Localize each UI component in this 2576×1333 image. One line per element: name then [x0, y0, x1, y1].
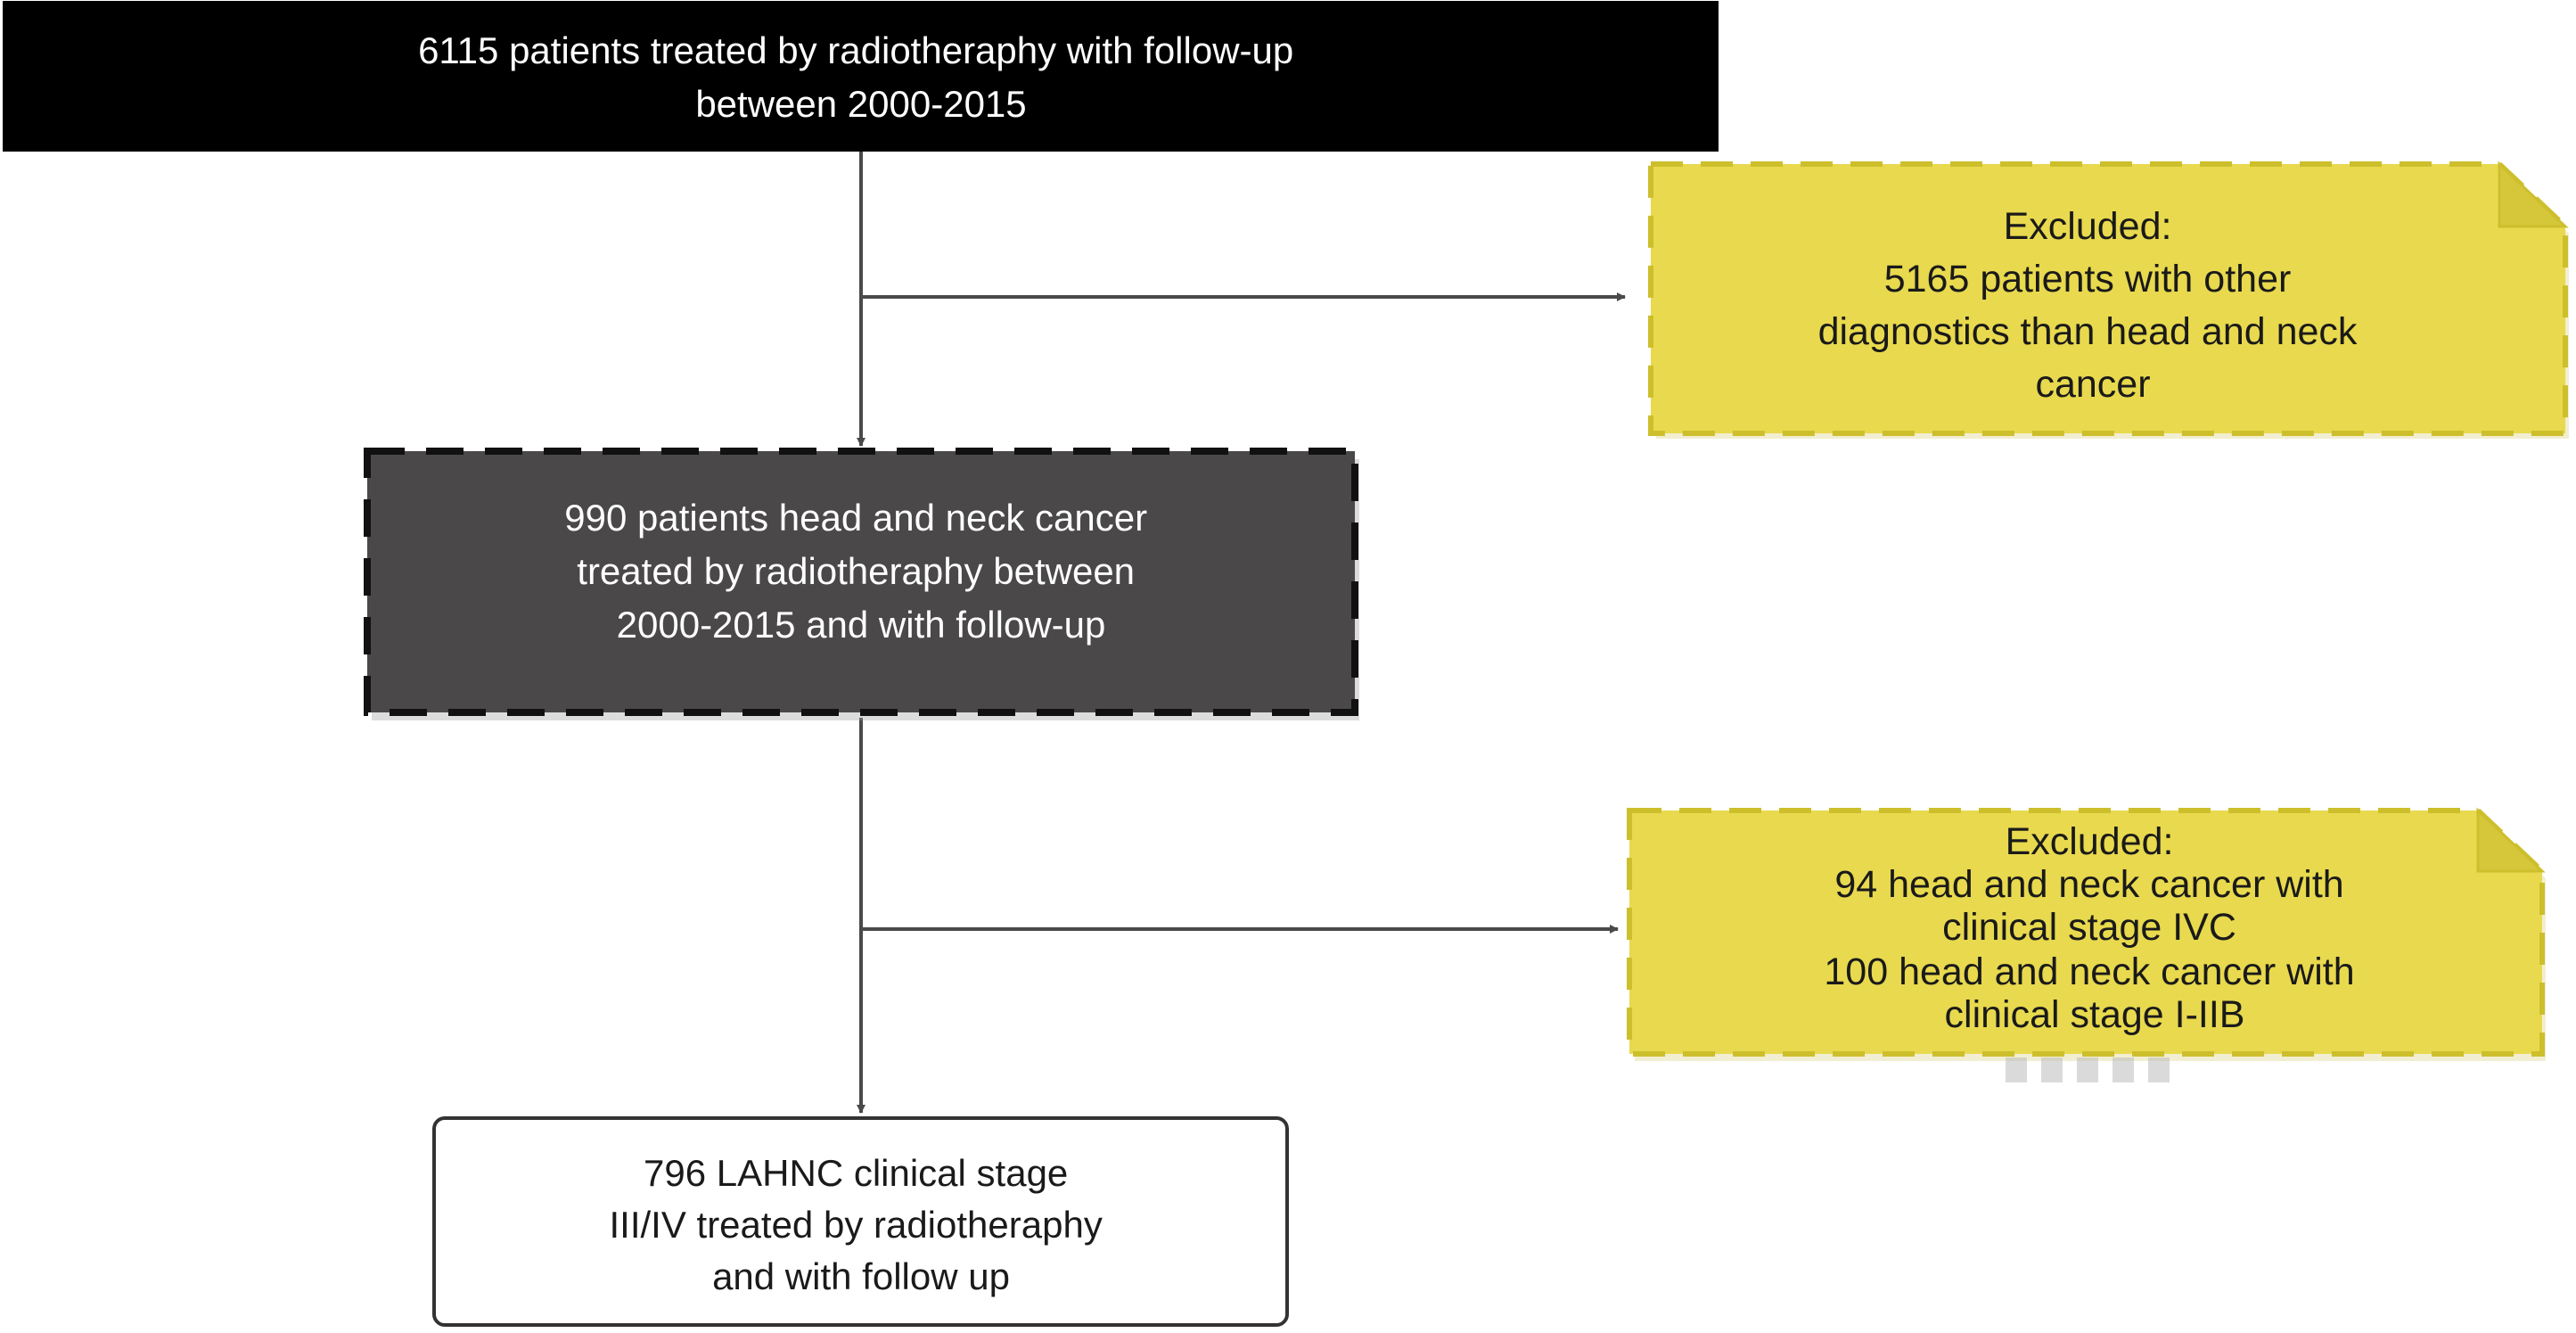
- bottom-box-line-1: 796 LAHNC clinical stage: [644, 1152, 1068, 1194]
- exclusion-note-2-line-1: Excluded:: [2006, 820, 2174, 863]
- exclusion-note-1-line-3: diagnostics than head and neck: [1818, 310, 2358, 353]
- top-box-line-2: between 2000-2015: [695, 83, 1026, 125]
- faded-mark: [2006, 1057, 2027, 1082]
- middle-box: 990 patients head and neck cancer treate…: [364, 448, 1359, 720]
- top-box: 6115 patients treated by radiotheraphy w…: [3, 1, 1719, 152]
- top-box-line-1: 6115 patients treated by radiotheraphy w…: [418, 29, 1293, 71]
- exclusion-note-2-text: Excluded: 94 head and neck cancer with c…: [1824, 820, 2365, 1036]
- faded-mark: [2077, 1057, 2098, 1082]
- exclusion-note-1-line-4: cancer: [2035, 363, 2150, 406]
- bottom-box-shape: [432, 1116, 1289, 1327]
- exclusion-note-2-line-2: 94 head and neck cancer with: [1834, 863, 2343, 906]
- exclusion-note-2-shape: [1627, 808, 2545, 1057]
- exclusion-note-2-fold: [2476, 807, 2546, 873]
- middle-box-shape: [364, 448, 1358, 716]
- middle-box-line-2: treated by radiotheraphy between: [577, 550, 1135, 592]
- exclusion-note-1-text: Excluded: 5165 patients with other diagn…: [1818, 205, 2368, 406]
- exclusion-note-2: Excluded: 94 head and neck cancer with c…: [1627, 807, 2546, 1082]
- faded-marks: [2006, 1057, 2170, 1082]
- exclusion-note-2-line-5: clinical stage I-IIB: [1945, 993, 2245, 1036]
- exclusion-note-2-line-3: clinical stage IVC: [1942, 906, 2236, 949]
- middle-box-text: 990 patients head and neck cancer treate…: [564, 497, 1157, 646]
- top-box-shape: [3, 1, 1719, 152]
- middle-box-line-3: 2000-2015 and with follow-up: [617, 604, 1106, 646]
- bottom-box: 796 LAHNC clinical stage III/IV treated …: [432, 1116, 1289, 1327]
- bottom-box-line-2: III/IV treated by radiotheraphy: [610, 1204, 1103, 1246]
- exclusion-note-1: Excluded: 5165 patients with other diagn…: [1648, 160, 2569, 439]
- exclusion-note-2-line-4: 100 head and neck cancer with: [1824, 950, 2354, 993]
- bottom-box-text: 796 LAHNC clinical stage III/IV treated …: [610, 1152, 1113, 1297]
- bottom-box-line-3: and with follow up: [712, 1255, 1010, 1297]
- exclusion-note-1-line-2: 5165 patients with other: [1884, 258, 2292, 300]
- faded-mark: [2041, 1057, 2063, 1082]
- connectors: [857, 150, 1626, 1114]
- exclusion-note-1-fold: [2498, 160, 2569, 228]
- exclusion-note-1-shape: [1648, 161, 2568, 436]
- middle-box-line-1: 990 patients head and neck cancer: [564, 497, 1147, 539]
- faded-mark: [2112, 1057, 2134, 1082]
- exclusion-note-1-line-1: Excluded:: [2004, 205, 2172, 248]
- faded-mark: [2148, 1057, 2170, 1082]
- top-box-text: 6115 patients treated by radiotheraphy w…: [418, 29, 1304, 125]
